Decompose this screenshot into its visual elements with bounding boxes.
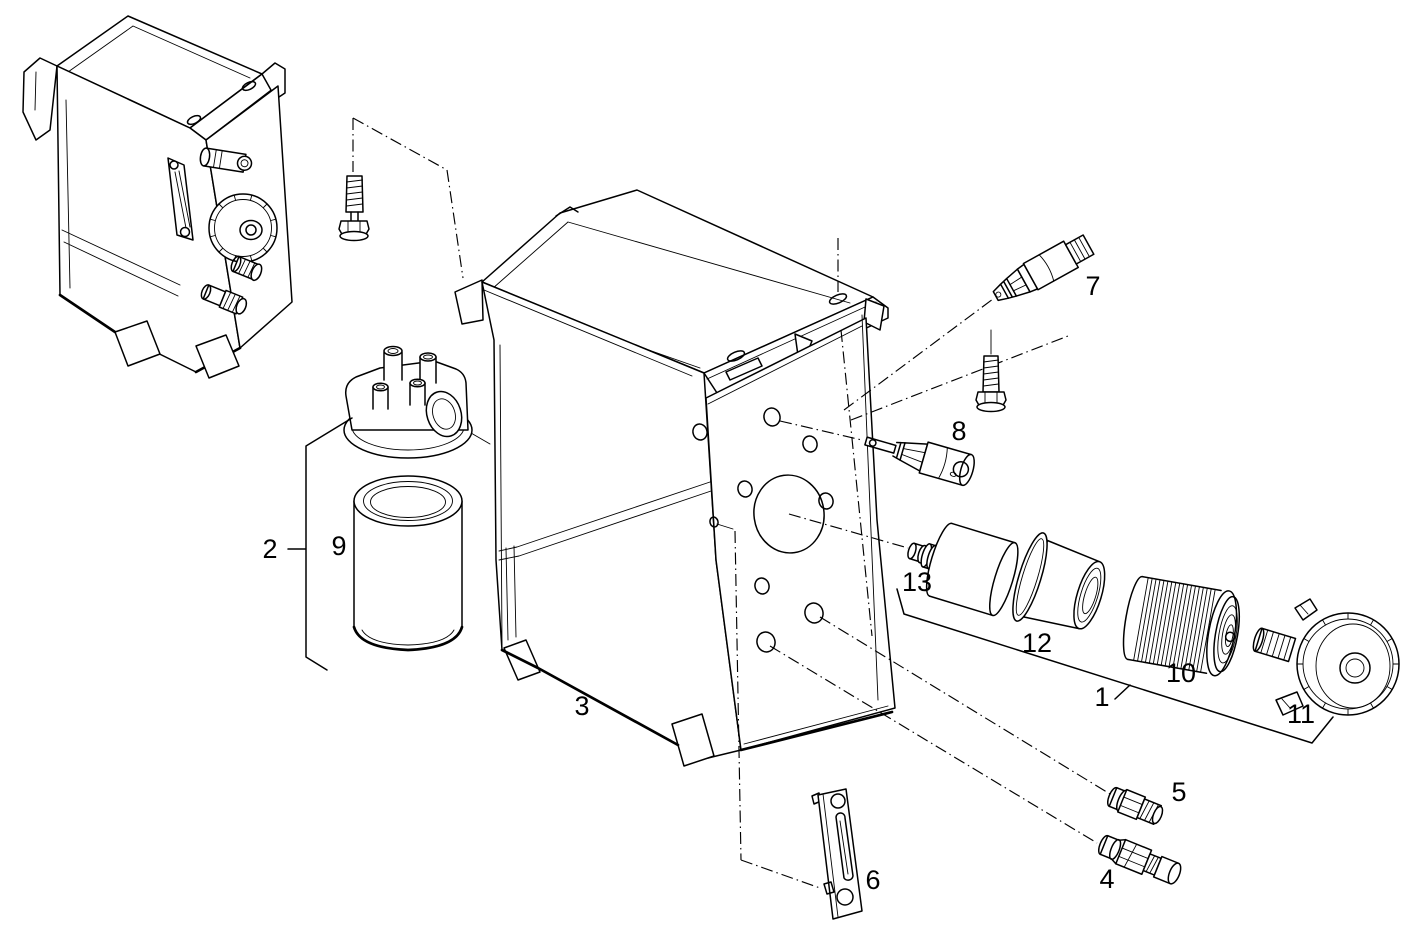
preview-mid-fitting bbox=[230, 255, 263, 282]
mounting-hole bbox=[763, 407, 781, 427]
sleeve-part12 bbox=[1012, 532, 1106, 630]
mounting-hole bbox=[692, 423, 708, 441]
knurled-cap-part11 bbox=[1252, 598, 1400, 716]
cap-threaded-stem bbox=[1252, 627, 1297, 663]
mounting-hole bbox=[754, 577, 770, 595]
preview-knob bbox=[208, 193, 278, 263]
assembled-unit-preview bbox=[22, 15, 293, 379]
mounting-bracket bbox=[454, 189, 896, 767]
bracket-left-ear bbox=[454, 279, 484, 325]
leader-part7 bbox=[843, 298, 994, 411]
leader-lines bbox=[352, 117, 1111, 889]
callout-6: 6 bbox=[865, 865, 880, 895]
plate-body bbox=[817, 788, 863, 920]
callout-3: 3 bbox=[574, 691, 589, 721]
mounting-hole bbox=[818, 492, 834, 510]
preview-foot bbox=[195, 334, 240, 379]
sensor-part7 bbox=[992, 234, 1095, 302]
callout-bracket-group1 bbox=[896, 588, 1334, 744]
filter-head-port-d bbox=[409, 378, 426, 406]
filter-head bbox=[343, 345, 473, 459]
preview-foot bbox=[114, 320, 161, 367]
callout-13: 13 bbox=[902, 567, 932, 597]
plate-slot bbox=[835, 812, 854, 881]
preview-left-ear bbox=[22, 57, 58, 141]
flanged-bolt-b bbox=[975, 355, 1007, 413]
sensor-part8 bbox=[864, 436, 975, 487]
callout-bracket-group2 bbox=[287, 417, 353, 671]
callout-9: 9 bbox=[331, 531, 346, 561]
filter-head-port-c bbox=[372, 382, 389, 410]
callout-labels: 1 2 3 4 5 6 7 8 9 10 11 12 13 bbox=[262, 271, 1315, 895]
filter-head-side-port bbox=[425, 390, 463, 438]
callout-7: 7 bbox=[1085, 271, 1100, 301]
bracket-right-face bbox=[705, 317, 896, 751]
filter-cartridge bbox=[352, 475, 464, 652]
flange-hole bbox=[726, 350, 746, 362]
leader-part5 bbox=[819, 616, 1111, 795]
preview-lower-fitting bbox=[200, 284, 248, 315]
callout-2: 2 bbox=[262, 534, 277, 564]
mounting-hole bbox=[709, 516, 719, 528]
bracket-foot bbox=[671, 713, 715, 767]
leader-bolt-b bbox=[850, 335, 1069, 421]
preview-knob-knurling bbox=[209, 194, 277, 262]
leader-part4 bbox=[769, 645, 1098, 844]
leader-part6 bbox=[734, 530, 821, 889]
pleats bbox=[1133, 577, 1216, 673]
plate-bottom-nub bbox=[823, 881, 835, 895]
plug-part5 bbox=[1106, 786, 1164, 826]
cap-tab-top bbox=[1294, 598, 1318, 621]
leader-bolt-a bbox=[352, 117, 464, 279]
callout-11: 11 bbox=[1287, 699, 1315, 729]
plug-part4 bbox=[1097, 834, 1182, 885]
canister-part13 bbox=[907, 522, 1019, 617]
callout-4: 4 bbox=[1099, 864, 1114, 894]
slotted-plate-part6 bbox=[811, 788, 863, 920]
cartridge-open-top bbox=[353, 475, 463, 527]
leader-part13 bbox=[788, 513, 909, 549]
flanged-bolt-a bbox=[338, 175, 370, 242]
leader-flange-hole bbox=[837, 238, 873, 637]
flange-right-ear bbox=[863, 298, 885, 331]
mounting-hole bbox=[756, 631, 776, 653]
filter-head-port-b bbox=[419, 352, 437, 384]
flange-hole bbox=[828, 293, 848, 305]
cap-knurling bbox=[1296, 612, 1400, 716]
filter-head-port-a bbox=[383, 345, 403, 381]
filter-element-part10 bbox=[1122, 575, 1241, 677]
callout-12: 12 bbox=[1022, 628, 1052, 658]
callout-8: 8 bbox=[951, 416, 966, 446]
mounting-hole bbox=[737, 480, 753, 498]
preview-upper-fitting bbox=[199, 147, 253, 173]
cap-tab-bottom bbox=[1275, 691, 1304, 716]
callout-1: 1 bbox=[1094, 682, 1109, 712]
callout-5: 5 bbox=[1171, 777, 1186, 807]
mounting-hole bbox=[802, 435, 818, 453]
leader-part8 bbox=[779, 420, 863, 441]
flange-slot bbox=[725, 357, 763, 381]
mounting-hole bbox=[804, 602, 824, 624]
callout-10: 10 bbox=[1166, 658, 1196, 688]
